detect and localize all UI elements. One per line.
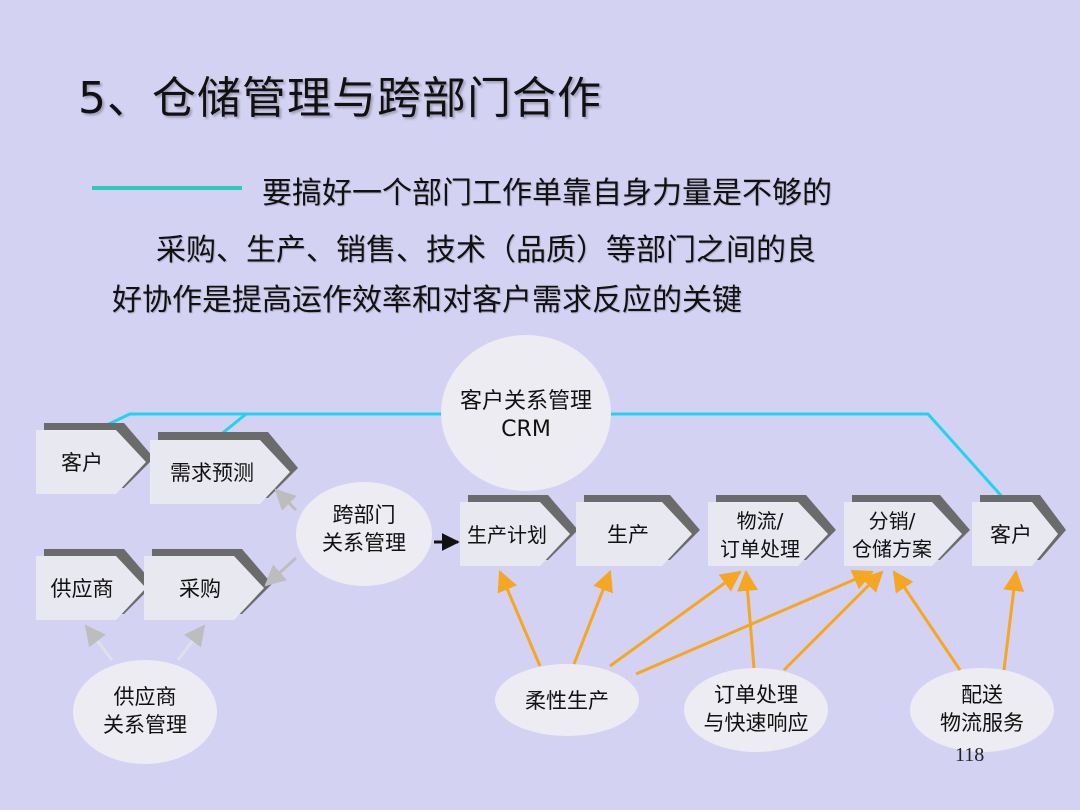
crm-label-2: CRM: [501, 417, 551, 442]
order-processing-label-2: 与快速响应: [704, 711, 809, 735]
delivery-label-2: 物流服务: [940, 711, 1024, 735]
slide-title: 5、仓储管理与跨部门合作: [78, 73, 602, 124]
production-plan-label: 生产计划: [467, 523, 547, 547]
box-distribution: 分销/ 仓储方案: [844, 495, 970, 566]
orange-arrows: [497, 569, 1025, 676]
order-to-logistics-arrow: [737, 569, 759, 669]
flex-to-plan-arrow: [497, 570, 542, 667]
cross-dept-label-1: 跨部门: [333, 503, 396, 527]
cross-dept-to-purchasing-arrow: [264, 556, 298, 587]
demand-forecast-label: 需求预测: [170, 461, 254, 485]
order-to-distribution-arrow: [782, 570, 884, 672]
cross-dept-to-forecast-arrow: [274, 488, 298, 512]
srm-node: 供应商 关系管理: [73, 660, 217, 764]
logistics-label-2: 订单处理: [720, 537, 800, 561]
cross-dept-node: 跨部门 关系管理: [296, 482, 432, 586]
crm-node: 客户关系管理 CRM: [441, 335, 611, 491]
distribution-label-1: 分销/: [869, 509, 916, 533]
purchasing-label: 采购: [179, 577, 221, 601]
delivery-to-distribution-arrow: [892, 570, 962, 671]
subtitle: 要搞好一个部门工作单靠自身力量是不够的: [262, 176, 832, 211]
srm-label-1: 供应商: [114, 685, 177, 709]
box-customer-left: 客户: [36, 423, 154, 494]
body-paragraph: 采购、生产、销售、技术（品质）等部门之间的良 好协作是提高运作效率和对客户需求反…: [112, 226, 972, 326]
order-processing-node: 订单处理 与快速响应: [684, 668, 828, 752]
supplier-label: 供应商: [51, 577, 114, 601]
delivery-to-customer-arrow: [1002, 569, 1025, 671]
order-processing-label-1: 订单处理: [714, 683, 798, 707]
flex-to-distribution-arrow: [635, 569, 874, 676]
flex-to-logistics-arrow: [609, 570, 742, 668]
box-customer-right: 客户: [972, 495, 1066, 566]
flexible-production-label: 柔性生产: [525, 689, 609, 713]
box-production: 生产: [576, 495, 700, 566]
distribution-label-2: 仓储方案: [852, 537, 932, 561]
srm-to-purchasing-arrow: [176, 624, 206, 661]
page-number: 118: [955, 744, 985, 766]
box-demand-forecast: 需求预测: [150, 432, 298, 504]
accent-line: [92, 186, 242, 190]
srm-to-supplier-arrow: [84, 624, 114, 661]
delivery-node: 配送 物流服务: [910, 668, 1054, 752]
logistics-label-1: 物流/: [737, 509, 784, 533]
body-line-1: 采购、生产、销售、技术（品质）等部门之间的良: [156, 233, 816, 268]
customer-right-label: 客户: [990, 523, 1032, 547]
body-line-2: 好协作是提高运作效率和对客户需求反应的关键: [112, 283, 742, 318]
production-label: 生产: [607, 523, 649, 547]
delivery-label-1: 配送: [961, 683, 1003, 707]
box-purchasing: 采购: [144, 549, 272, 620]
cross-dept-label-2: 关系管理: [322, 531, 406, 555]
box-supplier: 供应商: [36, 549, 154, 620]
box-production-plan: 生产计划: [460, 495, 578, 566]
flex-to-production-arrow: [572, 570, 613, 665]
srm-label-2: 关系管理: [103, 713, 187, 737]
customer-left-label: 客户: [61, 451, 103, 475]
crm-label-1: 客户关系管理: [460, 389, 592, 414]
box-logistics: 物流/ 订单处理: [708, 495, 836, 566]
flexible-production-node: 柔性生产: [495, 664, 639, 736]
